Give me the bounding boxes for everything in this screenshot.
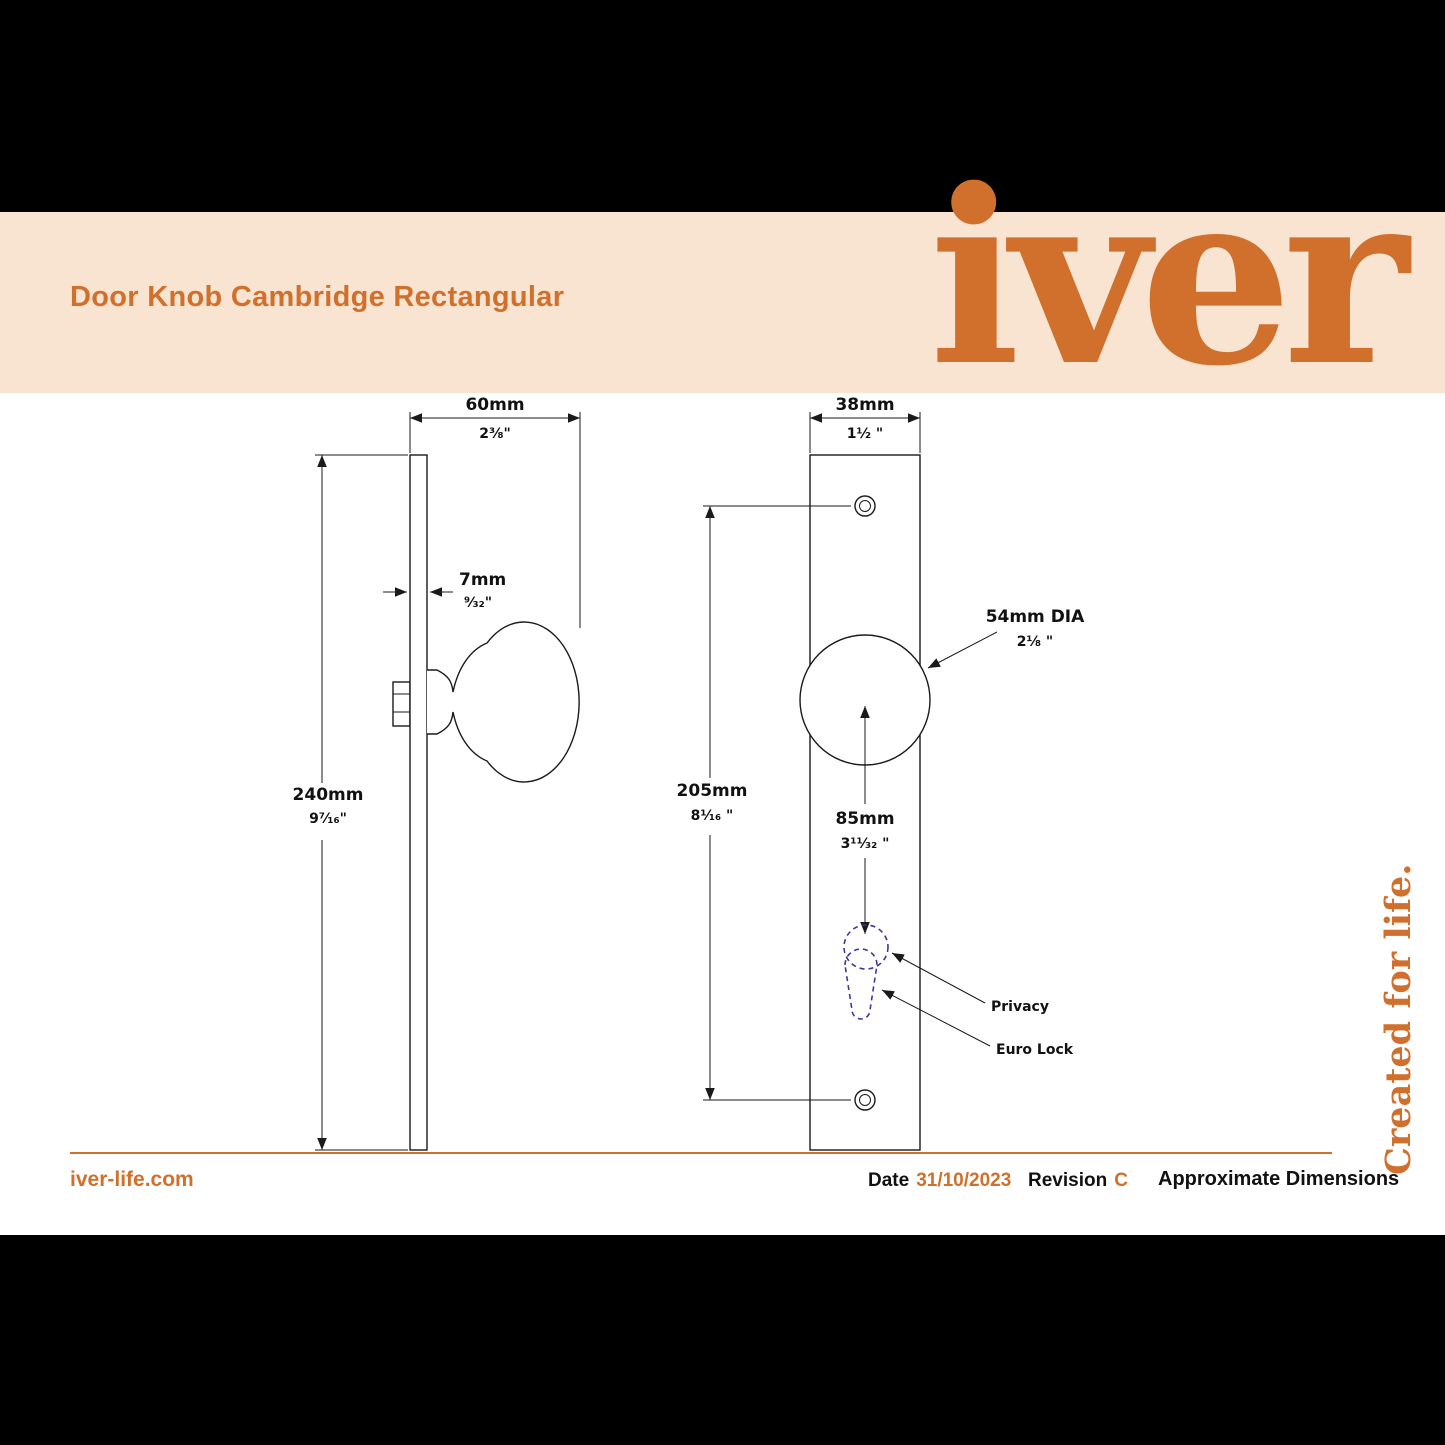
website-text: iver-life.com [70, 1168, 194, 1191]
header-band [0, 212, 1445, 393]
dim-plate-thickness-in: ⁹⁄₃₂" [464, 595, 492, 611]
dim-plate-height-in: 9⁷⁄₁₆" [309, 811, 347, 827]
date-field: Date 31/10/2023 [868, 1170, 1011, 1192]
privacy-turn-outline [843, 924, 889, 970]
privacy-label: Privacy [991, 999, 1049, 1015]
dim-plate-height: 240mm 9⁷⁄₁₆" [293, 454, 408, 1151]
dim-knob-to-cylinder: 85mm 3¹¹⁄₃₂ " [835, 706, 895, 934]
callout-euro-lock: Euro Lock [881, 989, 1074, 1058]
backplate-side-profile [409, 454, 428, 1151]
euro-lock-label: Euro Lock [996, 1042, 1074, 1058]
dim-knob-to-cylinder-in: 3¹¹⁄₃₂ " [841, 836, 890, 852]
dim-knob-to-cylinder-mm: 85mm [835, 809, 894, 829]
dim-knob-depth-mm: 60mm [465, 395, 524, 415]
side-view: 60mm 2⅜" 7mm ⁹⁄₃₂" 240mm 9⁷⁄₁₆" [293, 395, 581, 1151]
date-label: Date [868, 1170, 910, 1191]
dim-plate-width: 38mm 1½ " [809, 395, 921, 453]
revision-field: Revision C [1028, 1170, 1128, 1192]
dim-knob-depth-in: 2⅜" [479, 426, 511, 442]
date-value: 31/10/2023 [916, 1170, 1012, 1191]
euro-cylinder-outline [844, 948, 878, 1020]
spindle-profile [392, 681, 411, 727]
dim-knob-diameter-mm: 54mm DIA [986, 607, 1085, 627]
front-view: 38mm 1½ " 54mm DIA 2⅛ " 205mm 8¹⁄₁₆ " [677, 395, 1085, 1151]
approximate-dimensions-note: Approximate Dimensions [1158, 1168, 1400, 1190]
dim-knob-diameter: 54mm DIA 2⅛ " [927, 607, 1085, 669]
dim-plate-width-in: 1½ " [847, 426, 883, 442]
dim-plate-thickness-mm: 7mm [459, 570, 506, 590]
page-title: Door Knob Cambridge Rectangular [70, 281, 565, 313]
revision-label: Revision [1028, 1170, 1108, 1191]
callout-privacy: Privacy [891, 952, 1049, 1015]
dim-plate-height-mm: 240mm [293, 785, 364, 805]
drawing-area [0, 393, 1445, 1235]
dim-hole-centres: 205mm 8¹⁄₁₆ " [677, 505, 851, 1101]
revision-value: C [1114, 1170, 1128, 1191]
screw-hole-top [854, 495, 876, 517]
dim-plate-width-mm: 38mm [835, 395, 894, 415]
brand-logo: iver [929, 137, 1409, 419]
dim-hole-centres-in: 8¹⁄₁₆ " [691, 808, 734, 824]
dim-knob-diameter-in: 2⅛ " [1017, 634, 1053, 650]
dim-plate-thickness: 7mm ⁹⁄₃₂" [383, 570, 506, 611]
screw-hole-bottom [854, 1089, 876, 1111]
knob-side-profile [427, 621, 580, 783]
dim-hole-centres-mm: 205mm [677, 781, 748, 801]
footer-rule [70, 1152, 1332, 1154]
dim-knob-depth: 60mm 2⅜" [409, 395, 581, 628]
